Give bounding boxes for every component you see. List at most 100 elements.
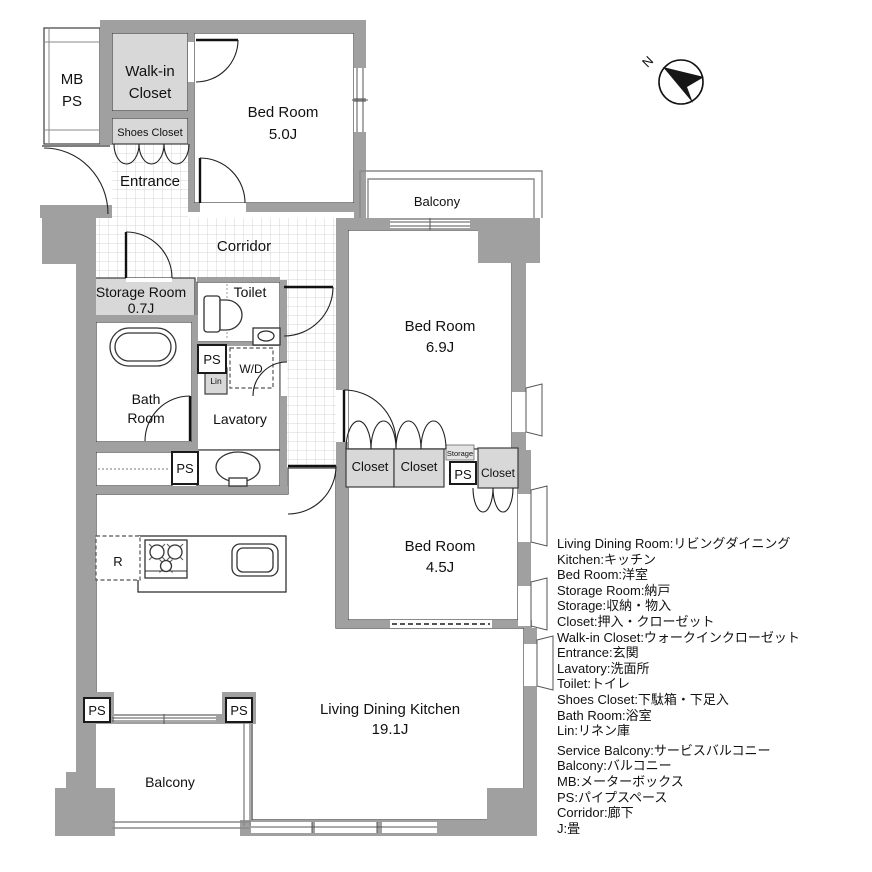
shoes-closet-door (138, 143, 165, 165)
bedroom3-size: 4.5J (426, 559, 454, 576)
lin-label: Lin (210, 376, 222, 386)
bedroom3-label: Bed Room (405, 538, 476, 555)
storage-small-box (445, 444, 475, 461)
closet-2 (393, 448, 445, 488)
legend-line: Service Balcony:サービスバルコニー (557, 742, 771, 758)
legend: Living Dining Room:リビングダイニング Kitchen:キッチ… (557, 536, 869, 836)
toilet-door-arc (283, 286, 334, 337)
closets (83, 344, 519, 723)
north-label: N (639, 53, 656, 70)
washer-dryer-box (229, 347, 274, 389)
tiled-floors (96, 144, 336, 468)
legend-line: PS:パイプスペース (557, 789, 668, 805)
louver-window (536, 635, 554, 691)
storage-room-door-arc (125, 231, 173, 279)
ps-label-toilet: PS (203, 352, 221, 367)
ps-box-closet-row (449, 461, 477, 485)
bath-door-arc (144, 395, 191, 442)
balcony-top-label: Balcony (414, 194, 461, 209)
walk-in-closet-label2: Closet (129, 85, 172, 102)
balcony-outlines (112, 170, 543, 829)
bath-room-label2: Room (127, 410, 164, 426)
lavatory-door-arc (252, 361, 288, 397)
louver-window (525, 383, 543, 437)
legend-line: Lin:リネン庫 (557, 723, 630, 739)
shoes-closet-door (113, 143, 140, 165)
legend-line: Entrance:玄関 (557, 645, 639, 661)
bedroom2-size: 6.9J (426, 339, 454, 356)
storage-room (87, 277, 196, 319)
ldk-label: Living Dining Kitchen (320, 701, 460, 718)
burner-icon (167, 544, 183, 560)
ps-label-kitchen: PS (176, 461, 194, 476)
louver-window (530, 577, 548, 631)
bedroom2-door-arc (343, 389, 397, 443)
legend-line: Storage:収納・物入 (557, 598, 672, 614)
storage-room-size: 0.7J (128, 300, 154, 316)
closet-3 (477, 447, 519, 489)
legend-line: Bed Room:洋室 (557, 567, 649, 583)
fixtures (95, 284, 287, 593)
legend-line: Toilet:トイレ (557, 676, 630, 692)
burner-icon (149, 544, 165, 560)
shoes-closet-label: Shoes Closet (117, 127, 182, 139)
ps-box-bottom-right (225, 697, 253, 723)
ldk-size: 19.1J (372, 721, 409, 738)
closet-1 (345, 448, 395, 488)
balcony-bottom-label: Balcony (145, 774, 195, 790)
closet-door (370, 420, 397, 450)
corridor-label: Corridor (217, 238, 271, 255)
shoes-closet-door (163, 143, 190, 165)
legend-line: Shoes Closet:下駄箱・下足入 (557, 691, 729, 707)
north-arrow-icon (663, 67, 704, 103)
bedroom2-label: Bed Room (405, 318, 476, 335)
legend-line: Lavatory:洗面所 (557, 660, 650, 676)
legend-line: Bath Room:浴室 (557, 707, 652, 723)
ps-label-closet-row: PS (454, 467, 472, 482)
bedroom1-size: 5.0J (269, 126, 297, 143)
legend-line: MB:メーターボックス (557, 773, 684, 789)
entrance-label: Entrance (120, 173, 180, 190)
closet3-label: Closet (481, 466, 516, 480)
legend-line: Living Dining Room:リビングダイニング (557, 536, 791, 551)
bedroom1-door-arc (199, 157, 246, 204)
ps-label: PS (62, 93, 82, 110)
storage-room-label: Storage Room (96, 284, 186, 300)
ldk-door-arc (287, 465, 337, 515)
mb-label: MB (61, 71, 84, 88)
closet-door (395, 420, 422, 450)
ps-box-kitchen (171, 451, 199, 485)
lavatory-label: Lavatory (213, 411, 267, 427)
walk-in-closet-label: Walk-in (125, 63, 174, 80)
legend-line: Kitchen:キッチン (557, 551, 656, 567)
closet2-label: Closet (401, 459, 438, 474)
entry-door-arc (43, 147, 109, 215)
legend-line: Closet:押入・クローゼット (557, 613, 715, 629)
toilet-label: Toilet (234, 284, 267, 300)
toilet-bowl (219, 299, 243, 331)
closet-door (420, 420, 447, 450)
bedroom2-room (347, 229, 513, 450)
closet1-label: Closet (352, 459, 389, 474)
doors (42, 38, 514, 515)
legend-line: Storage Room:納戸 (557, 582, 671, 598)
storage-small-label: Storage (447, 449, 473, 458)
bath-room-label: Bath (132, 391, 161, 407)
refrigerator-label: R (113, 554, 122, 569)
closet3-door (472, 487, 494, 513)
closet3-door (492, 487, 514, 513)
louver-window (530, 485, 548, 547)
legend-line: J:畳 (557, 820, 581, 836)
compass: N (639, 53, 704, 105)
ps-box-bottom-left (83, 697, 111, 723)
windows (112, 68, 554, 833)
legend-line: Corridor:廊下 (557, 805, 634, 821)
closet-door (345, 420, 372, 450)
ps-label-bottom-left: PS (88, 703, 106, 718)
walk-in-closet-door-arc (195, 39, 239, 83)
bedroom1-label: Bed Room (248, 104, 319, 121)
legend-line: Balcony:バルコニー (557, 758, 672, 774)
balcony-bottom-floor (96, 722, 244, 822)
mb-ps-room (43, 27, 101, 145)
